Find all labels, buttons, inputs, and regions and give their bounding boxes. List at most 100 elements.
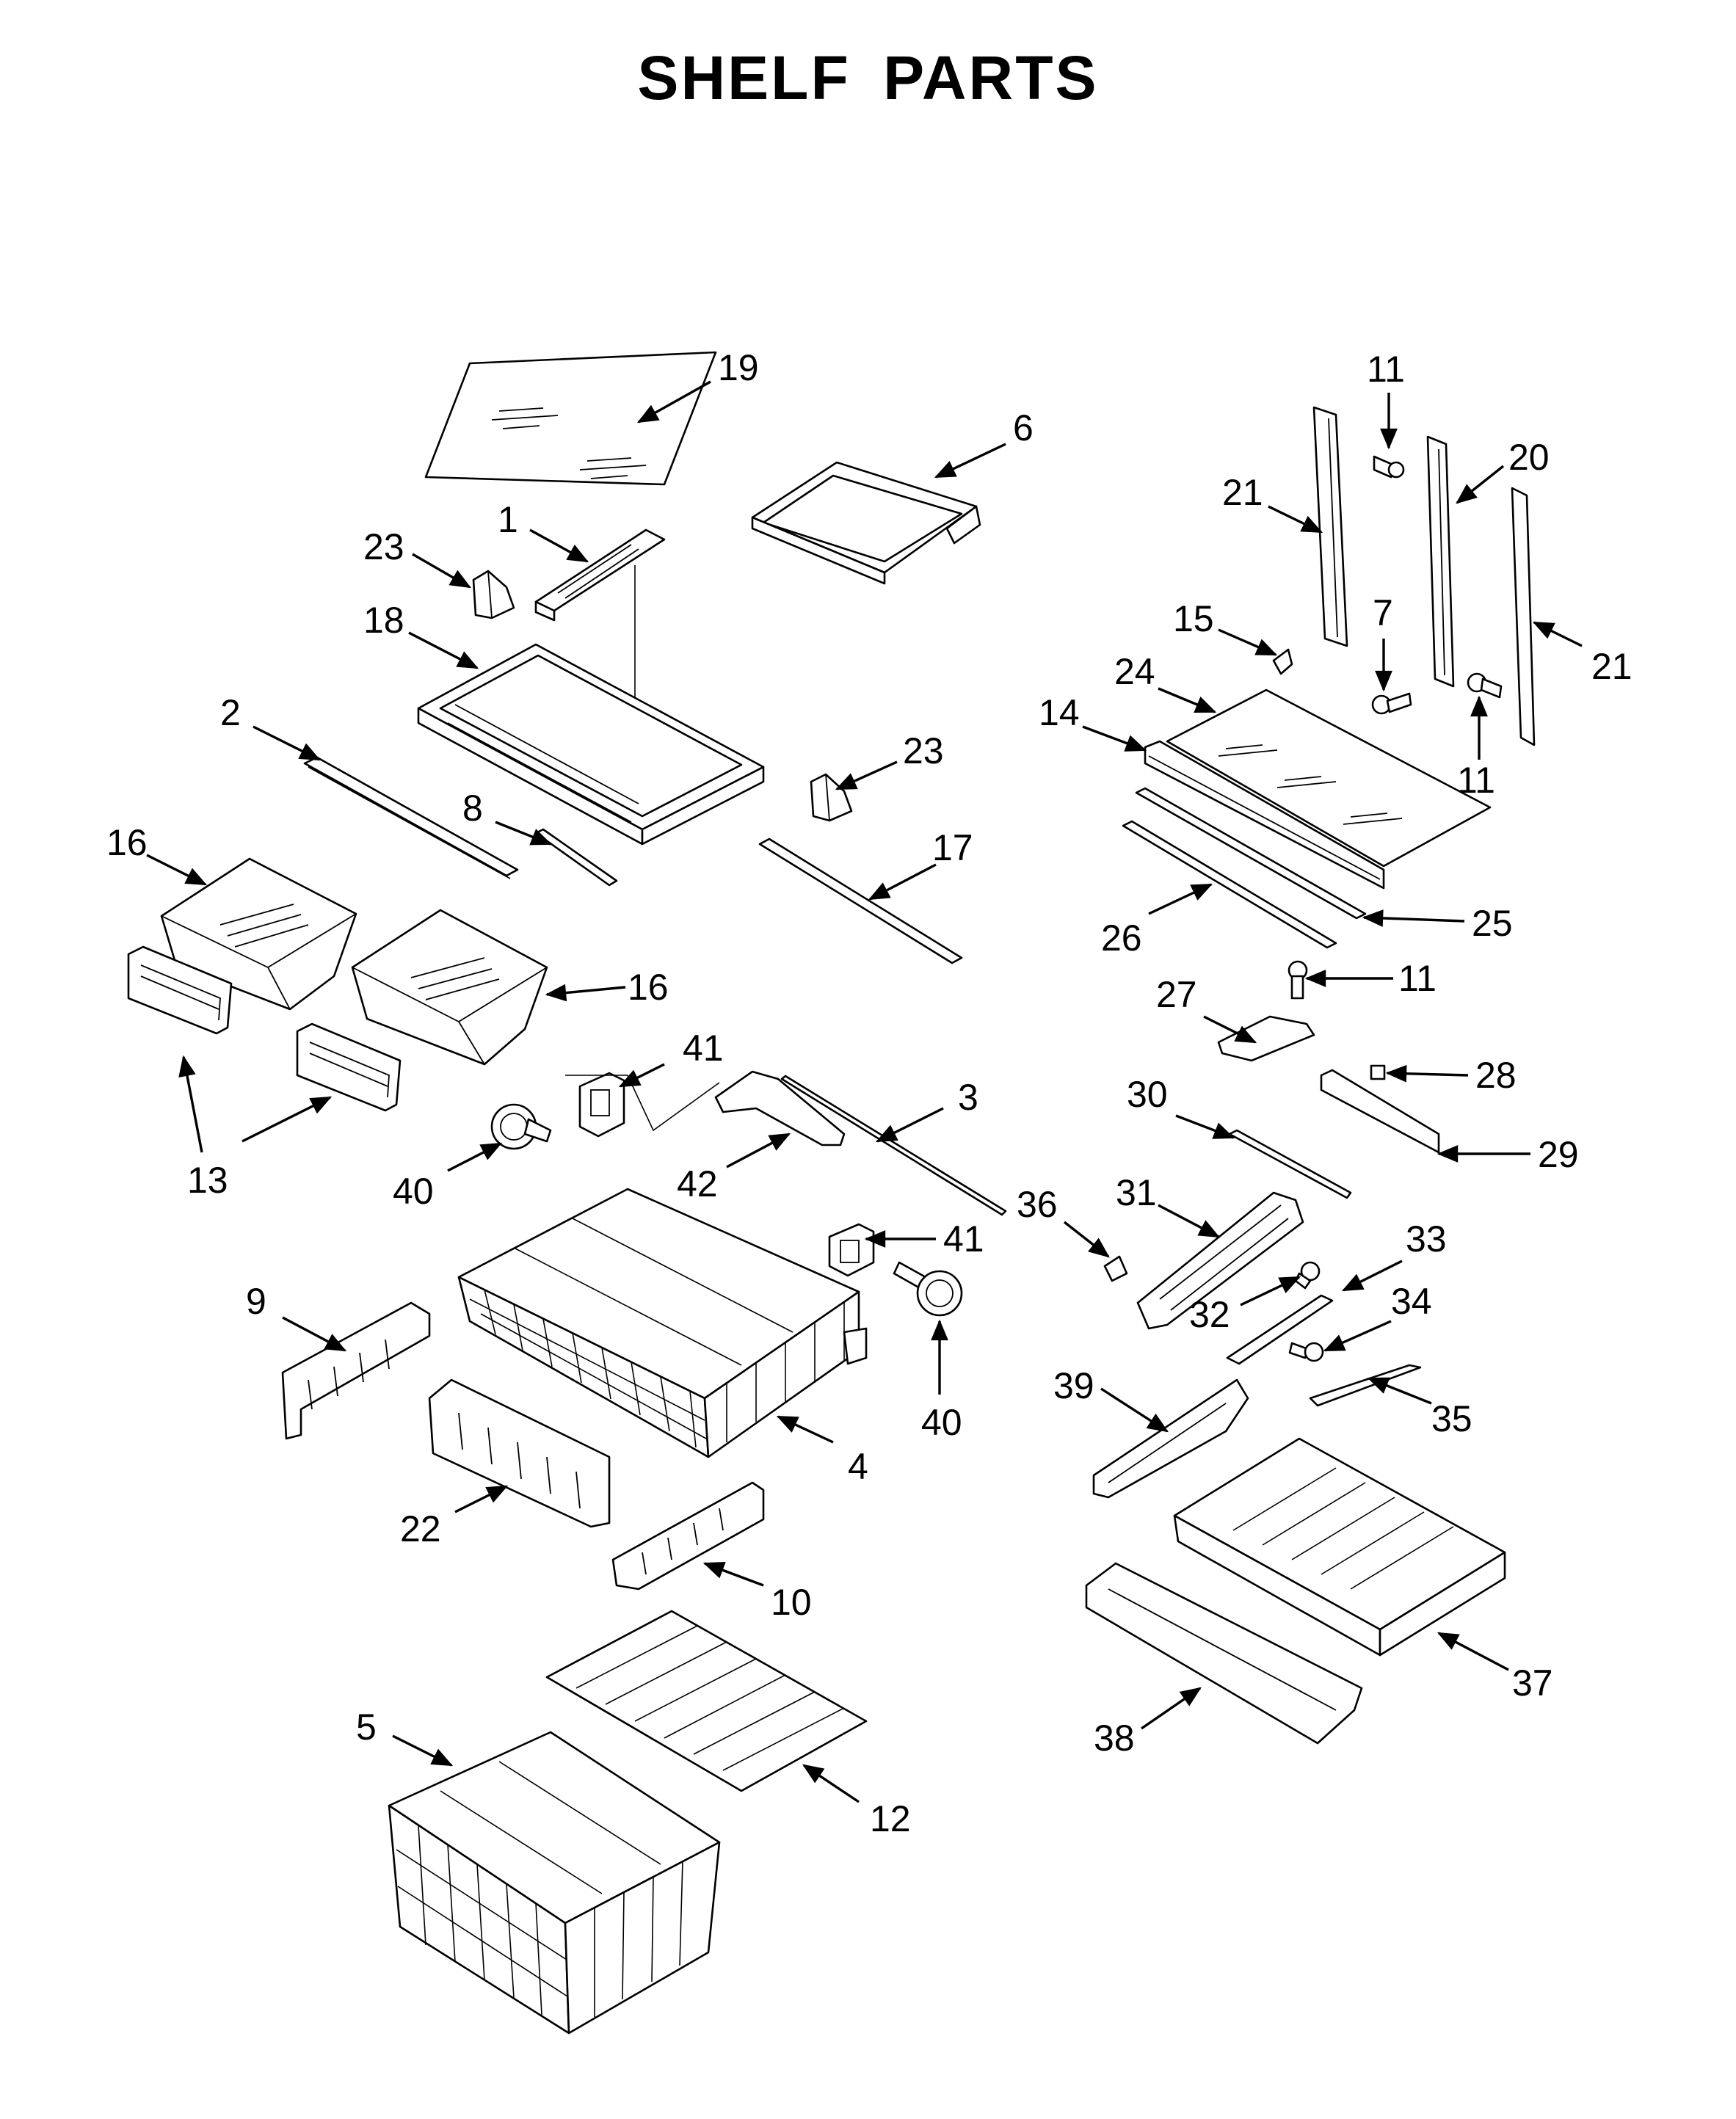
part-17-trim-strip	[758, 837, 963, 964]
callout-18: 18	[363, 600, 404, 641]
callout-41b: 41	[943, 1218, 984, 1260]
part-40-roller-left	[490, 1103, 552, 1150]
part-12-wire-shelf	[545, 1610, 868, 1792]
part-38-drawer-front	[1085, 1562, 1363, 1745]
callout-9: 9	[246, 1281, 266, 1322]
part-31-slide-assembly	[1136, 1191, 1304, 1330]
callout-27: 27	[1156, 974, 1197, 1015]
callout-21: 21	[1222, 472, 1263, 513]
part-4-wire-basket	[457, 1188, 868, 1458]
callout-39: 39	[1053, 1365, 1094, 1406]
callout-29: 29	[1538, 1134, 1579, 1175]
part-39-handle	[1092, 1378, 1249, 1499]
callout-33: 33	[1406, 1218, 1447, 1260]
part-20-rail-middle	[1426, 435, 1455, 688]
callout-19: 19	[718, 347, 759, 388]
callout-40b: 40	[921, 1402, 962, 1443]
callout-7: 7	[1373, 592, 1393, 633]
callout-8: 8	[462, 788, 483, 829]
part-26-strip	[1122, 820, 1337, 949]
callout-16: 16	[106, 822, 148, 863]
callout-3: 3	[958, 1077, 978, 1118]
part-34-screw	[1288, 1342, 1324, 1362]
callout-25: 25	[1472, 903, 1513, 944]
part-21-rail-right	[1511, 487, 1536, 746]
part-21-rail-left	[1312, 406, 1348, 647]
part-19-glass-shelf	[424, 351, 717, 486]
callout-31: 31	[1116, 1172, 1157, 1213]
callout-17: 17	[932, 827, 973, 868]
callout-26: 26	[1101, 917, 1142, 959]
diagram-title: SHELF PARTS	[637, 43, 1099, 112]
callout-35: 35	[1431, 1398, 1472, 1439]
callout-11b: 11	[1457, 760, 1495, 801]
callout-38: 38	[1094, 1718, 1135, 1759]
callout-21b: 21	[1591, 646, 1633, 687]
part-6-fold-shelf	[751, 461, 981, 585]
callout-6: 6	[1013, 407, 1034, 448]
part-36-clip	[1103, 1255, 1128, 1282]
leader-lines	[146, 380, 1583, 1803]
callout-11c: 11	[1398, 958, 1437, 999]
part-30-wire	[1228, 1129, 1352, 1199]
part-28-clip	[1370, 1064, 1386, 1080]
part-2-front-trim	[303, 756, 519, 879]
callout-4: 4	[848, 1446, 868, 1487]
callout-36: 36	[1017, 1184, 1058, 1225]
part-33-rail	[1226, 1294, 1334, 1365]
callout-15: 15	[1173, 598, 1214, 639]
part-42-slide-arm	[714, 1070, 846, 1146]
part-16-crisper-right	[351, 909, 548, 1066]
part-23-bracket-upper	[472, 570, 515, 619]
part-3-rod	[780, 1075, 1007, 1216]
connector-line	[565, 1075, 720, 1132]
part-15-clip	[1272, 648, 1293, 675]
part-10-divider	[611, 1481, 765, 1591]
callout-37: 37	[1512, 1662, 1553, 1704]
callout-1: 1	[498, 499, 518, 540]
part-7-screw	[1371, 692, 1412, 715]
part-13-drawer-front-left	[127, 945, 233, 1035]
part-37-freezer-tray	[1173, 1437, 1506, 1657]
part-18-shelf-frame	[417, 643, 765, 846]
part-27-bracket	[1217, 1015, 1315, 1062]
callout-28: 28	[1475, 1055, 1517, 1096]
part-35-rod	[1309, 1364, 1422, 1407]
callout-32: 32	[1189, 1294, 1230, 1335]
part-9-divider	[281, 1301, 431, 1440]
callout-40: 40	[393, 1171, 434, 1212]
part-5-freezer-basket	[388, 1731, 721, 2035]
part-41-bracket-upper	[578, 1072, 625, 1138]
callout-22: 22	[400, 1508, 441, 1549]
part-29-rail	[1320, 1069, 1440, 1154]
callout-42: 42	[677, 1163, 718, 1204]
part-11-screw-lower	[1288, 960, 1308, 1000]
part-16-crisper-left	[160, 857, 357, 1011]
part-32-screw	[1294, 1261, 1321, 1290]
callout-11: 11	[1367, 349, 1405, 390]
callout-10: 10	[771, 1582, 812, 1623]
callout-30: 30	[1127, 1074, 1168, 1115]
part-1-slide-rail	[534, 528, 666, 622]
part-11-screw-top	[1373, 455, 1405, 479]
callout-14: 14	[1039, 692, 1080, 733]
callout-12: 12	[870, 1798, 911, 1839]
callout-24: 24	[1114, 651, 1155, 692]
callout-41: 41	[683, 1028, 724, 1069]
part-22-divider	[428, 1378, 611, 1528]
part-14-front-trim	[1144, 740, 1385, 890]
callout-2: 2	[220, 692, 241, 733]
part-40-roller-right	[893, 1261, 963, 1317]
callout-34: 34	[1391, 1281, 1432, 1322]
callout-labels: 19 6 1 23 18 2 8 23 17 16 16 13 13 41 40…	[106, 347, 1633, 1839]
part-8-bar	[534, 828, 618, 887]
callout-16b: 16	[628, 967, 669, 1008]
part-41-bracket-lower	[828, 1223, 875, 1277]
part-24-glass-shelf	[1166, 688, 1492, 868]
callout-20: 20	[1508, 437, 1550, 478]
part-13-drawer-front-right	[296, 1022, 402, 1112]
callout-13: 13	[187, 1160, 228, 1201]
callout-5: 5	[356, 1707, 377, 1748]
part-23-bracket-lower	[810, 773, 853, 822]
